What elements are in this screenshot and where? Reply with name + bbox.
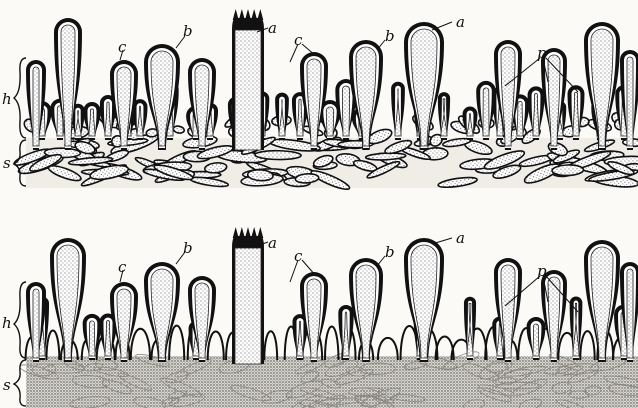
bottom-label-h: h: [2, 314, 12, 332]
top-ascus-crown-tooth: [251, 9, 257, 20]
top-edge-cell-content: [33, 67, 39, 146]
bottom-ascus-crown-tooth: [251, 227, 257, 238]
top-ascus-crown-tooth: [233, 9, 239, 20]
bottom-h-bracket: [14, 282, 26, 358]
bottom-loop: [169, 326, 184, 360]
bottom-loop: [208, 332, 224, 360]
top-label-c-1: c: [118, 38, 127, 56]
top-panel: [13, 9, 638, 192]
top-ascus-crown-tooth: [239, 9, 245, 20]
bottom-label-p: p: [537, 262, 547, 280]
bottom-loop: [264, 331, 277, 360]
bottom-ascus-crown-tooth: [257, 227, 263, 238]
bottom-label-a-1: a: [268, 234, 277, 252]
bottom-label-c-1: c: [118, 258, 127, 276]
top-paraphysis-content: [342, 86, 349, 136]
bottom-edge-cell-content: [33, 289, 39, 358]
bottom-ascus-crown-tooth: [245, 227, 251, 238]
top-ascus-content: [235, 30, 261, 150]
top-label-h: h: [2, 90, 12, 108]
top-label-c-2: c: [294, 31, 303, 49]
top-label-a-1: a: [268, 19, 277, 37]
bottom-paraphysis-content: [533, 324, 539, 356]
bottom-loop: [46, 330, 59, 360]
bottom-label-s: s: [3, 376, 11, 394]
bottom-label-a-2: a: [456, 229, 465, 247]
bottom-label-b-1: b: [183, 239, 193, 257]
top-edge-cell-content: [627, 57, 633, 146]
bottom-ascus-content: [235, 248, 261, 364]
top-label-p: p: [537, 44, 547, 62]
top-label-a-2: a: [456, 13, 465, 31]
top-ascus-crown-tooth: [245, 9, 251, 20]
top-paraphysis-content: [517, 101, 523, 136]
top-label-b-1: b: [183, 22, 193, 40]
top-label-s: s: [3, 154, 11, 172]
top-paraphysis-content: [483, 88, 489, 136]
bottom-large-cell-content: [356, 265, 376, 358]
bottom-large-cell-content: [591, 247, 613, 358]
bottom-label-b-2: b: [385, 243, 395, 261]
bottom-label-c-2: c: [294, 247, 303, 265]
top-substrate-cell: [552, 165, 584, 176]
bottom-large-cell-content: [411, 245, 437, 358]
top-label-b-2: b: [385, 27, 395, 45]
bottom-paraphysis-content: [89, 321, 95, 356]
bottom-panel: [19, 227, 638, 408]
bottom-ascus-crown-tooth: [233, 227, 239, 238]
top-ascus-crown-tooth: [257, 9, 263, 20]
top-substrate-cell: [255, 150, 301, 159]
bottom-large-cell-content: [307, 279, 321, 358]
bottom-edge-cell-content: [627, 269, 633, 358]
bottom-ascus-crown-tooth: [239, 227, 245, 238]
top-paraphysis-content: [326, 107, 333, 136]
bottom-substrate-layer: [19, 348, 638, 408]
bottom-s-bracket: [14, 360, 26, 406]
top-sheath-cell: [173, 125, 185, 134]
bottom-loop: [580, 331, 594, 360]
bottom-large-cell-content: [57, 245, 79, 358]
